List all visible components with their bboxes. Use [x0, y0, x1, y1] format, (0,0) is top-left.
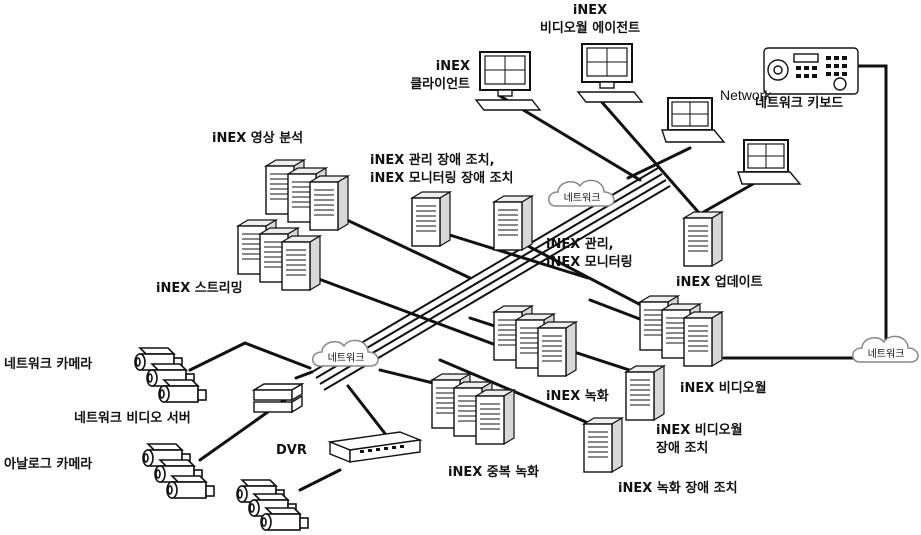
cloud-label: 네트워크	[328, 351, 365, 364]
label-videowall: iNEX 비디오월	[680, 380, 767, 396]
server-tower-icon	[475, 389, 515, 445]
label-analog-camera: 아날로그 카메라	[4, 456, 92, 472]
label-videowall-agent: iNEX 비디오월 에이전트	[540, 3, 640, 36]
label-analytics: iNEX 영상 분석	[212, 131, 303, 146]
label-recording-failover: iNEX 녹화 장애 조치	[618, 480, 738, 496]
label-recording: iNEX 녹화	[546, 388, 609, 404]
label-client: iNEX 클라이언트	[410, 59, 470, 92]
laptop-icon	[737, 139, 801, 185]
label-mgmt: iNEX 관리, iNEX 모니터링	[546, 236, 633, 270]
svg-text:iNEX 관리 장애 조치,: iNEX 관리 장애 조치,	[370, 152, 495, 168]
videowall-servers	[639, 295, 723, 367]
cloud-center: 네트워크	[311, 339, 379, 367]
laptop-1	[661, 97, 725, 143]
network-keyboard	[763, 47, 859, 95]
client-desktop	[475, 51, 541, 111]
label-streaming: iNEX 스트리밍	[156, 280, 243, 296]
dvr-unit	[327, 431, 423, 464]
dvr-cameras	[236, 479, 309, 531]
svg-text:iNEX 모니터링 장애 조치: iNEX 모니터링 장애 조치	[370, 170, 514, 186]
mgmt-failover-server	[411, 191, 451, 247]
label-videowall-failover: iNEX 비디오월 장애 조치	[656, 422, 743, 456]
label-network-keyboard-en: Network	[720, 87, 772, 103]
server-tower-icon	[625, 365, 665, 421]
pc-monitor-icon	[475, 51, 541, 111]
label-network-video-server: 네트워크 비디오 서버	[74, 410, 191, 426]
analytics-servers	[265, 159, 349, 231]
cloud-label: 네트워크	[868, 347, 905, 360]
label-mgmt-failover: iNEX 관리 장애 조치, iNEX 모니터링 장애 조치	[370, 152, 514, 186]
recording-servers	[493, 305, 577, 377]
label-dvr: DVR	[276, 443, 307, 458]
server-tower-icon	[683, 311, 723, 367]
server-tower-icon	[493, 195, 533, 251]
server-tower-icon	[537, 321, 577, 377]
recording-failover-server	[583, 417, 623, 473]
mgmt-server	[493, 195, 533, 251]
svg-text:비디오월 에이전트: 비디오월 에이전트	[540, 20, 640, 36]
svg-text:클라이언트: 클라이언트	[410, 76, 470, 92]
cloud-top: 네트워크	[547, 179, 615, 207]
server-tower-icon	[583, 417, 623, 473]
svg-text:iNEX: iNEX	[573, 3, 607, 18]
pc-monitor-icon	[577, 43, 643, 103]
network-video-server	[251, 382, 305, 414]
server-tower-icon	[683, 211, 723, 267]
svg-text:iNEX 모니터링: iNEX 모니터링	[546, 254, 633, 270]
server-tower-icon	[281, 235, 321, 291]
laptop-icon	[661, 97, 725, 143]
svg-text:iNEX: iNEX	[436, 59, 470, 74]
videowall-agent-desktop	[577, 43, 643, 103]
cloud-label: 네트워크	[564, 191, 601, 204]
update-server	[683, 211, 723, 267]
server-tower-icon	[411, 191, 451, 247]
label-update: iNEX 업데이트	[676, 274, 763, 290]
network-cameras	[134, 347, 207, 403]
laptop-2	[737, 139, 801, 185]
cloud-right: 네트워크	[851, 335, 919, 363]
svg-text:iNEX 관리,: iNEX 관리,	[546, 236, 614, 252]
analog-cameras	[142, 443, 215, 499]
svg-text:iNEX 비디오월: iNEX 비디오월	[656, 422, 743, 438]
svg-text:장애 조치: 장애 조치	[656, 440, 708, 456]
label-network-camera: 네트워크 카메라	[4, 356, 92, 372]
label-redundant-recording: iNEX 중복 녹화	[448, 464, 539, 480]
videowall-failover-server	[625, 365, 665, 421]
redundant-recording-servers	[431, 373, 515, 445]
streaming-servers	[237, 219, 321, 291]
server-tower-icon	[309, 175, 349, 231]
label-network-keyboard: 네트워크 키보드	[755, 95, 843, 111]
